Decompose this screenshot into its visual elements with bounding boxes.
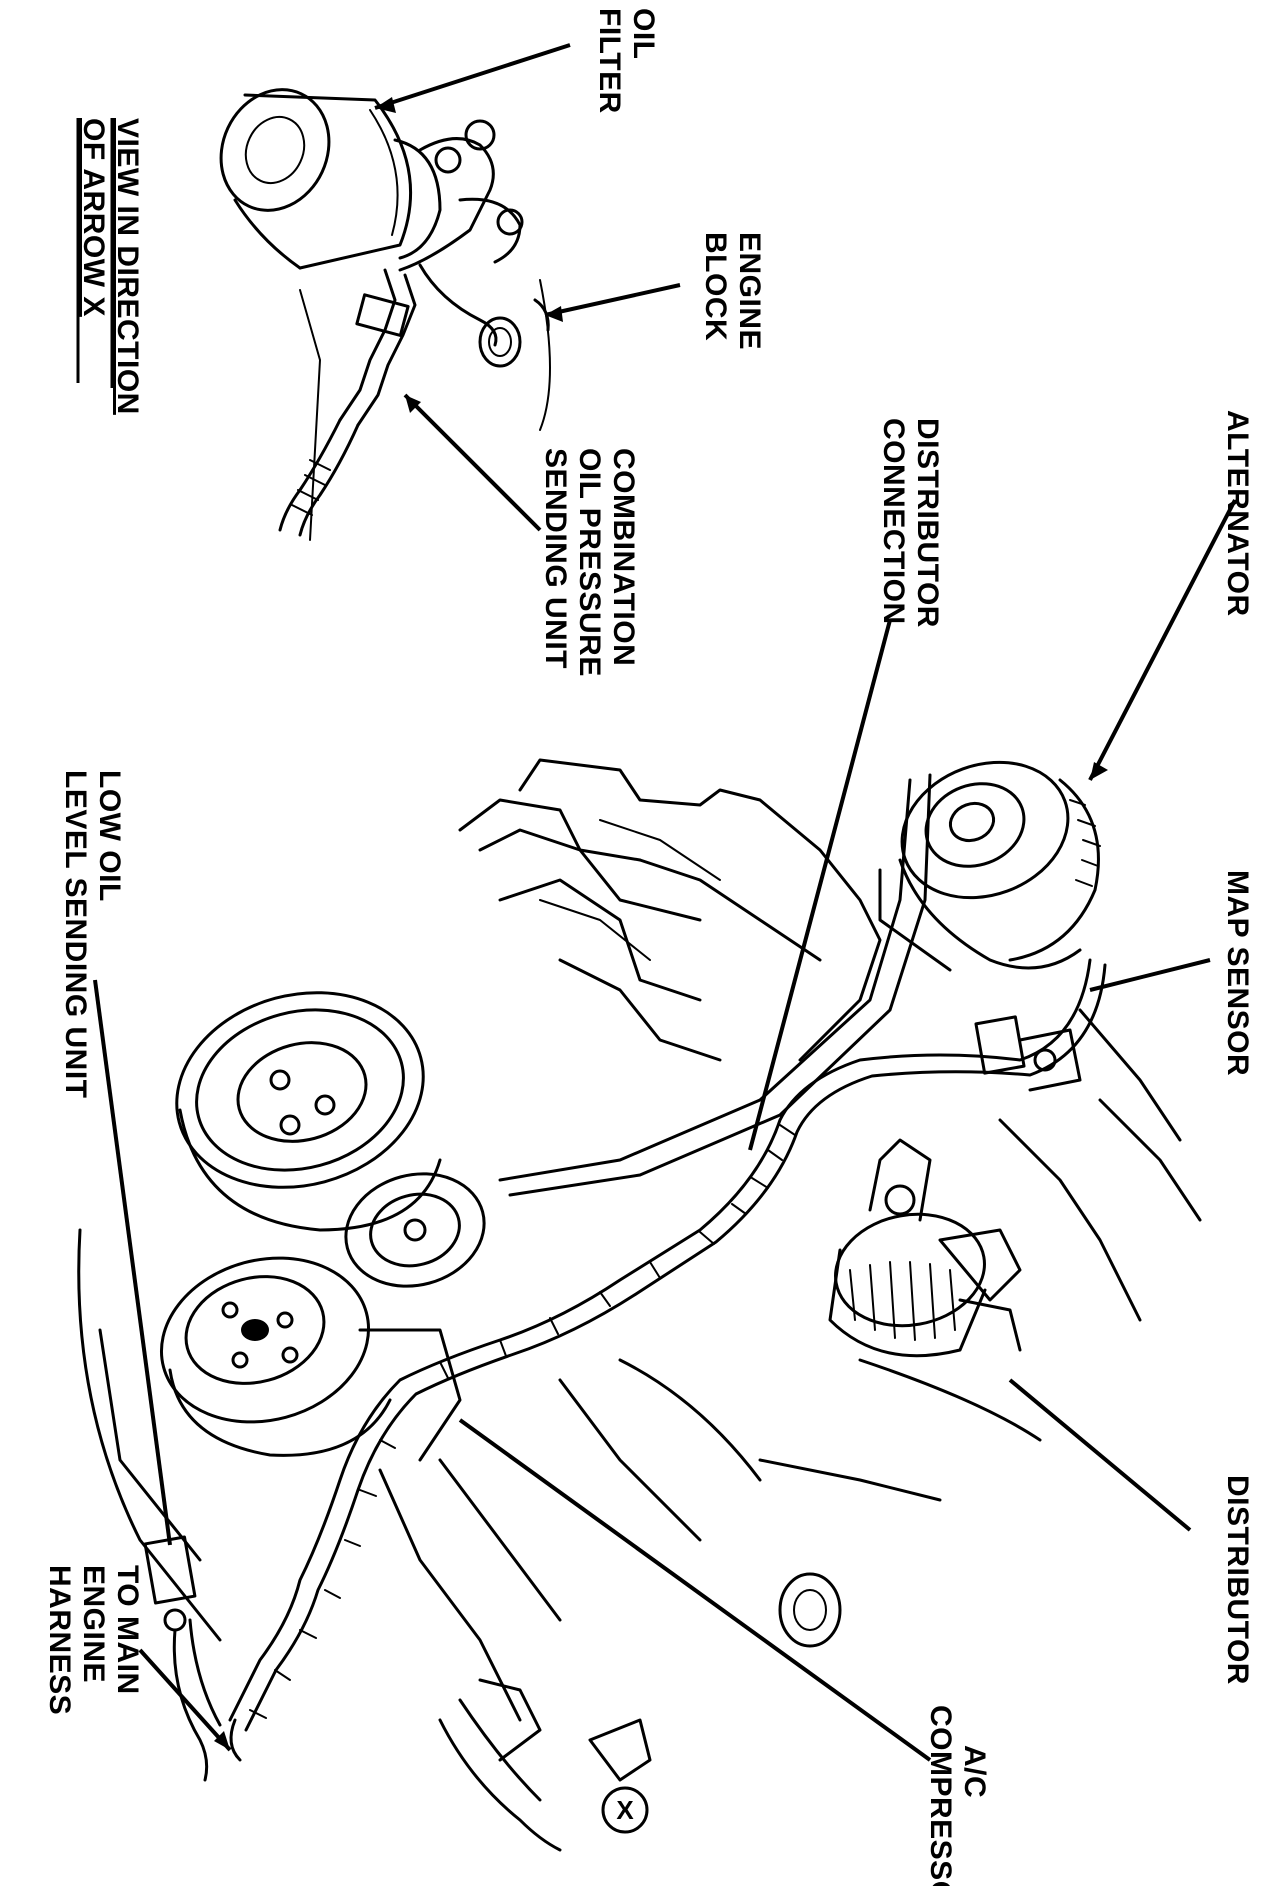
label-alternator-line1: ALTERNATOR — [1221, 410, 1254, 617]
label-harness-line3: HARNESS — [43, 1565, 76, 1715]
low-oil-sender-drawing — [143, 1535, 222, 1782]
label-combination-line2: OIL PRESSURE — [573, 448, 606, 677]
label-low-oil-sending-unit: LOW OIL LEVEL SENDING UNIT — [59, 770, 126, 1098]
oil-filter-bracket — [398, 119, 524, 347]
engine-drawing — [77, 758, 1202, 1852]
oil-filter-drawing — [219, 88, 442, 270]
idler-pulley — [344, 1172, 486, 1288]
label-ac-compressor: A/C COMPRESSOR — [924, 1705, 991, 1886]
engine-block-plug — [478, 298, 550, 368]
label-oil-filter-line1: OIL — [627, 8, 660, 60]
label-ac-line2: COMPRESSOR — [924, 1705, 957, 1886]
label-engine-block-line2: BLOCK — [699, 232, 732, 341]
label-combination-line3: SENDING UNIT — [539, 448, 572, 669]
arrow-x-label: X — [616, 1795, 634, 1825]
label-harness-line2: ENGINE — [77, 1565, 110, 1683]
label-map-sensor: MAP SENSOR — [1221, 870, 1254, 1076]
label-oil-filter: OIL FILTER — [593, 8, 660, 114]
label-view-direction: VIEW IN DIRECTION OF ARROW X — [76, 118, 144, 415]
label-combination-line1: COMBINATION — [607, 448, 640, 666]
label-distributor: DISTRIBUTOR — [1221, 1475, 1254, 1685]
label-distributor-connection-line2: CONNECTION — [877, 418, 910, 625]
label-map-sensor-line1: MAP SENSOR — [1221, 870, 1254, 1076]
combination-sending-unit-drawing — [278, 268, 417, 537]
label-view-direction-line2: OF ARROW X — [77, 118, 110, 317]
label-ac-line1: A/C — [958, 1745, 991, 1798]
view-arrow-x: X — [588, 1718, 652, 1834]
label-distributor-line1: DISTRIBUTOR — [1221, 1475, 1254, 1685]
label-low-oil-line1: LOW OIL — [93, 770, 126, 902]
label-combination-sending-unit: COMBINATION OIL PRESSURE SENDING UNIT — [539, 448, 640, 677]
crankshaft-pulley — [175, 991, 442, 1232]
label-oil-filter-line2: FILTER — [593, 8, 626, 114]
distributor-drawing — [828, 1138, 1022, 1358]
oil-filter-inset — [219, 88, 551, 541]
label-to-main-engine-harness: TO MAIN ENGINE HARNESS — [43, 1565, 144, 1715]
label-distributor-connection: DISTRIBUTOR CONNECTION — [877, 418, 944, 628]
label-engine-block: ENGINE BLOCK — [699, 232, 766, 350]
label-view-direction-line1: VIEW IN DIRECTION — [111, 118, 144, 415]
label-low-oil-line2: LEVEL SENDING UNIT — [59, 770, 92, 1098]
leader-lines — [93, 43, 1237, 1762]
label-engine-block-line1: ENGINE — [733, 232, 766, 350]
wiring-harness — [228, 958, 1107, 1762]
label-harness-line1: TO MAIN — [111, 1565, 144, 1695]
label-alternator: ALTERNATOR — [1221, 410, 1254, 617]
label-distributor-connection-line1: DISTRIBUTOR — [911, 418, 944, 628]
ac-compressor-drawing — [159, 1256, 462, 1462]
